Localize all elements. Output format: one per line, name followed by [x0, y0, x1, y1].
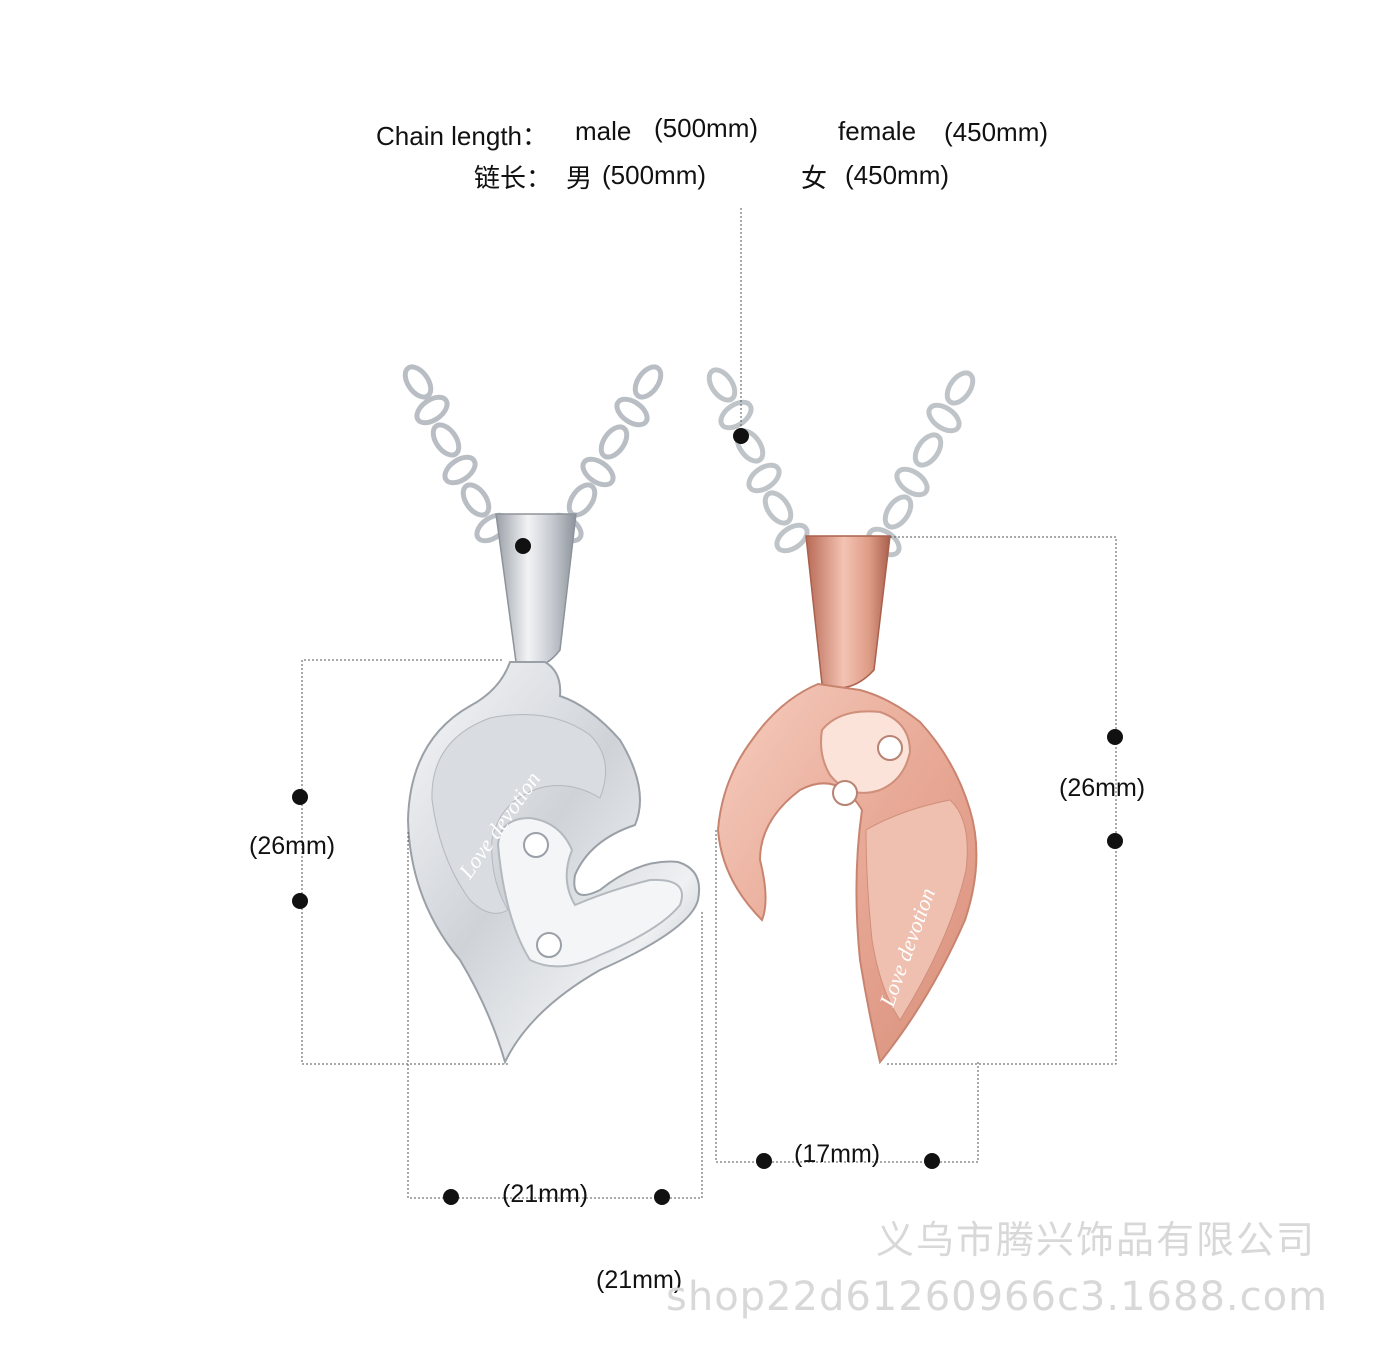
silver-pendant: Love devotion: [406, 513, 700, 1065]
dim-dot: [1107, 833, 1123, 849]
male-chain-value: (500mm): [654, 113, 759, 143]
chain-length-label-cn: 链长：: [474, 164, 553, 194]
dim-dot: [515, 538, 531, 554]
extra-width-label: (21mm): [596, 1266, 683, 1294]
silver-bail: [495, 513, 577, 668]
female-chain-value: (450mm): [944, 117, 1049, 147]
rose-gem-lower: [832, 780, 858, 806]
chain-length-label: Chain length：: [376, 121, 548, 151]
dim-dot: [1107, 729, 1123, 745]
male-label: male: [575, 116, 632, 146]
female-chain-value-cn: (450mm): [845, 160, 950, 190]
rose-gem-upper: [877, 735, 903, 761]
dim-dot: [924, 1153, 940, 1169]
male-chain-value-cn: (500mm): [602, 160, 707, 190]
silver-width-label: (21mm): [502, 1180, 589, 1208]
shop-url-watermark: shop22d61260966c3.1688.com: [666, 1274, 1329, 1320]
rose-height-label: (26mm): [1059, 774, 1146, 802]
rose-width-label: (17mm): [794, 1140, 881, 1168]
dim-dot: [733, 428, 749, 444]
dim-dot: [292, 789, 308, 805]
female-label-cn: 女: [801, 164, 828, 194]
rose-chain: [706, 367, 976, 558]
rose-bail: [805, 535, 891, 689]
company-watermark: 义乌市腾兴饰品有限公司: [876, 1218, 1317, 1262]
silver-height-label: (26mm): [249, 832, 336, 860]
dimension-dots: [292, 428, 1123, 1205]
dim-dot: [443, 1189, 459, 1205]
dim-dot: [292, 893, 308, 909]
rose-pendant: Love devotion: [716, 535, 978, 1065]
dimension-lines: [301, 208, 1117, 1199]
dim-dot: [756, 1153, 772, 1169]
dim-dot: [654, 1189, 670, 1205]
female-label: female: [838, 116, 917, 146]
silver-gem-upper: [523, 832, 549, 858]
male-label-cn: 男: [566, 164, 593, 194]
silver-gem-lower: [536, 932, 562, 958]
